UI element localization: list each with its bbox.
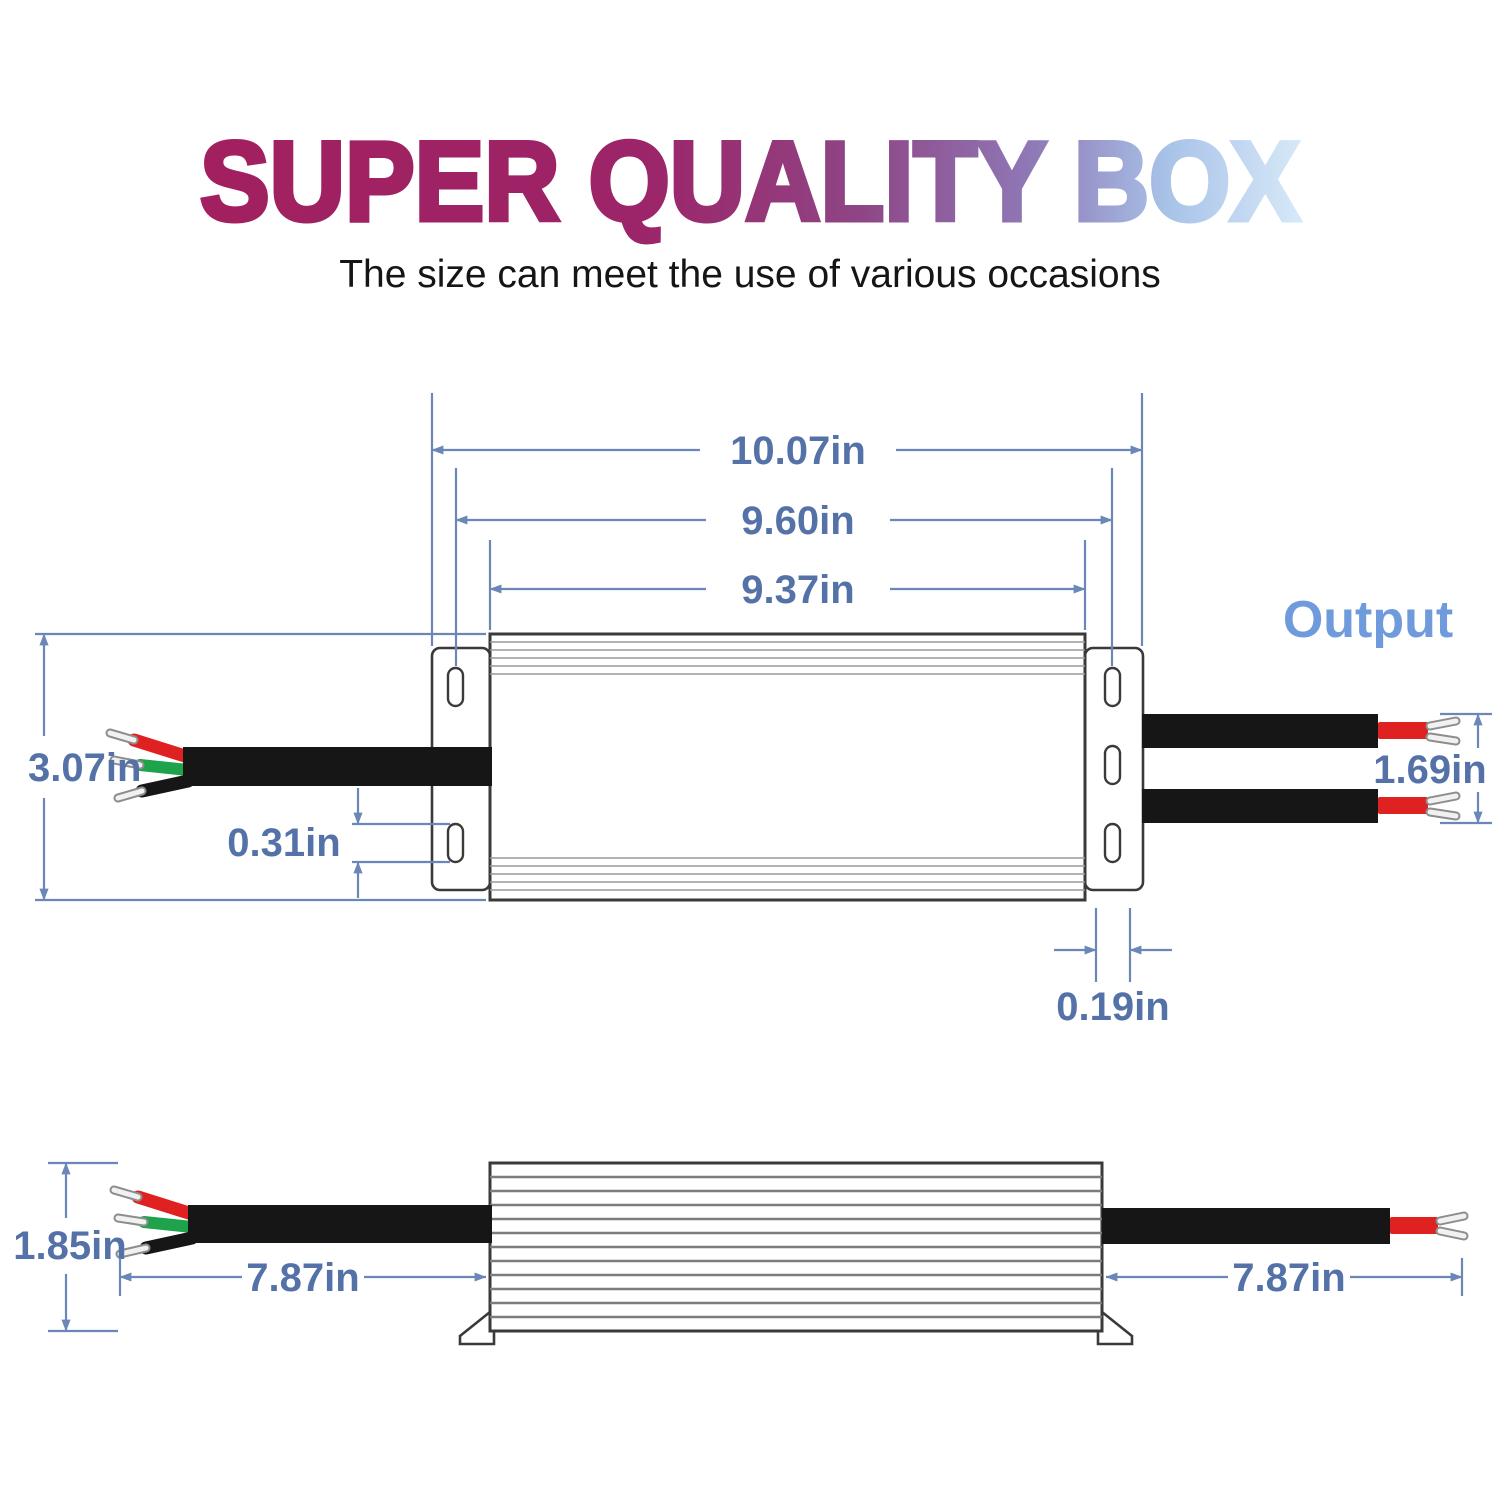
extension-line	[1440, 712, 1492, 825]
mount-slot	[1103, 744, 1122, 786]
output-cable-sheath	[1142, 789, 1378, 823]
extension-line	[1094, 908, 1132, 982]
input-wire-red	[127, 733, 195, 764]
output-cable-bottom	[1142, 789, 1461, 823]
rib-lines-bottom	[490, 857, 1085, 891]
page-title: SUPER QUALITY BOX	[200, 119, 1300, 244]
output-wire-red	[1378, 797, 1428, 814]
dim-label-body-width: 9.37in	[741, 568, 854, 612]
output-cable-side	[1102, 1208, 1469, 1244]
dim-mount-slot-width: 0.19in	[1054, 908, 1172, 1029]
dim-output-wire-gap: 1.69in	[1373, 712, 1492, 825]
wire-ferrule	[1427, 718, 1459, 729]
wire-ferrule	[107, 730, 137, 743]
page-subtitle: The size can meet the use of various occ…	[339, 253, 1161, 296]
output-cable-sheath	[1102, 1208, 1390, 1244]
wire-ferrule	[115, 1215, 147, 1225]
dim-label-side-height: 1.85in	[13, 1224, 126, 1268]
fin-lines	[490, 1175, 1102, 1319]
output-cable-sheath	[1142, 714, 1378, 748]
wire-ferrule	[1427, 734, 1459, 744]
input-wire-green	[138, 1216, 198, 1233]
rib-lines-top	[490, 641, 1085, 675]
wire-ferrule	[1437, 1228, 1467, 1239]
dim-label-mount-slot-width: 0.19in	[1056, 985, 1169, 1029]
wire-ferrule	[111, 757, 143, 768]
output-label: Output	[1283, 591, 1453, 649]
mount-slot	[1103, 822, 1122, 864]
input-cable-sheath	[188, 1205, 492, 1243]
dim-overall-width: 10.07in	[430, 393, 1144, 646]
extension-line	[35, 632, 486, 902]
wire-ferrule	[1427, 809, 1459, 819]
output-cable-top	[1142, 714, 1461, 748]
mount-slot	[446, 822, 465, 864]
dim-label-mount-hole-span: 9.60in	[741, 499, 854, 543]
dim-label-height: 3.07in	[28, 746, 141, 790]
dim-label-output-wire-gap: 1.69in	[1373, 748, 1486, 792]
dim-output-wire-length: 7.87in	[1105, 1256, 1464, 1300]
dim-side-height: 1.85in	[13, 1161, 127, 1333]
reference-line	[352, 822, 450, 864]
top-view: Output 10.07in 9.60in 9.37in 3.07	[28, 393, 1492, 1029]
wire-ferrule	[117, 1245, 149, 1257]
extension-line	[430, 393, 1144, 646]
driver-body	[488, 632, 1087, 902]
wire-ferrule	[115, 788, 145, 801]
input-cable-sheath	[183, 747, 492, 786]
mount-slot	[446, 666, 465, 708]
dim-body-width: 9.37in	[488, 540, 1087, 630]
wire-ferrule	[1437, 1213, 1467, 1224]
dim-height: 3.07in	[28, 632, 486, 902]
output-wire-red	[1378, 722, 1428, 739]
input-cable-side	[109, 1185, 492, 1259]
dim-label-output-wire-length: 7.87in	[1232, 1256, 1345, 1300]
wire-ferrule	[1427, 793, 1459, 804]
input-wire-black	[139, 1231, 199, 1255]
dim-label-input-wire-length: 7.87in	[246, 1256, 359, 1300]
right-mount-flange	[1083, 646, 1145, 892]
extension-line	[48, 1161, 118, 1333]
dim-mount-slot-height: 0.31in	[227, 788, 450, 898]
input-wire-green	[134, 759, 194, 776]
wire-ferrule	[111, 1187, 141, 1200]
side-view: 1.85in 7.87in 7.87in	[13, 1161, 1469, 1346]
input-wire-red	[131, 1190, 199, 1221]
mount-slot	[1103, 666, 1122, 708]
input-wire-black	[135, 774, 195, 798]
dim-label-overall-width: 10.07in	[730, 429, 866, 473]
input-cable	[105, 728, 492, 803]
dim-input-wire-length: 7.87in	[118, 1256, 487, 1300]
dim-label-mount-slot-height: 0.31in	[227, 821, 340, 865]
output-wire-red	[1390, 1217, 1438, 1234]
